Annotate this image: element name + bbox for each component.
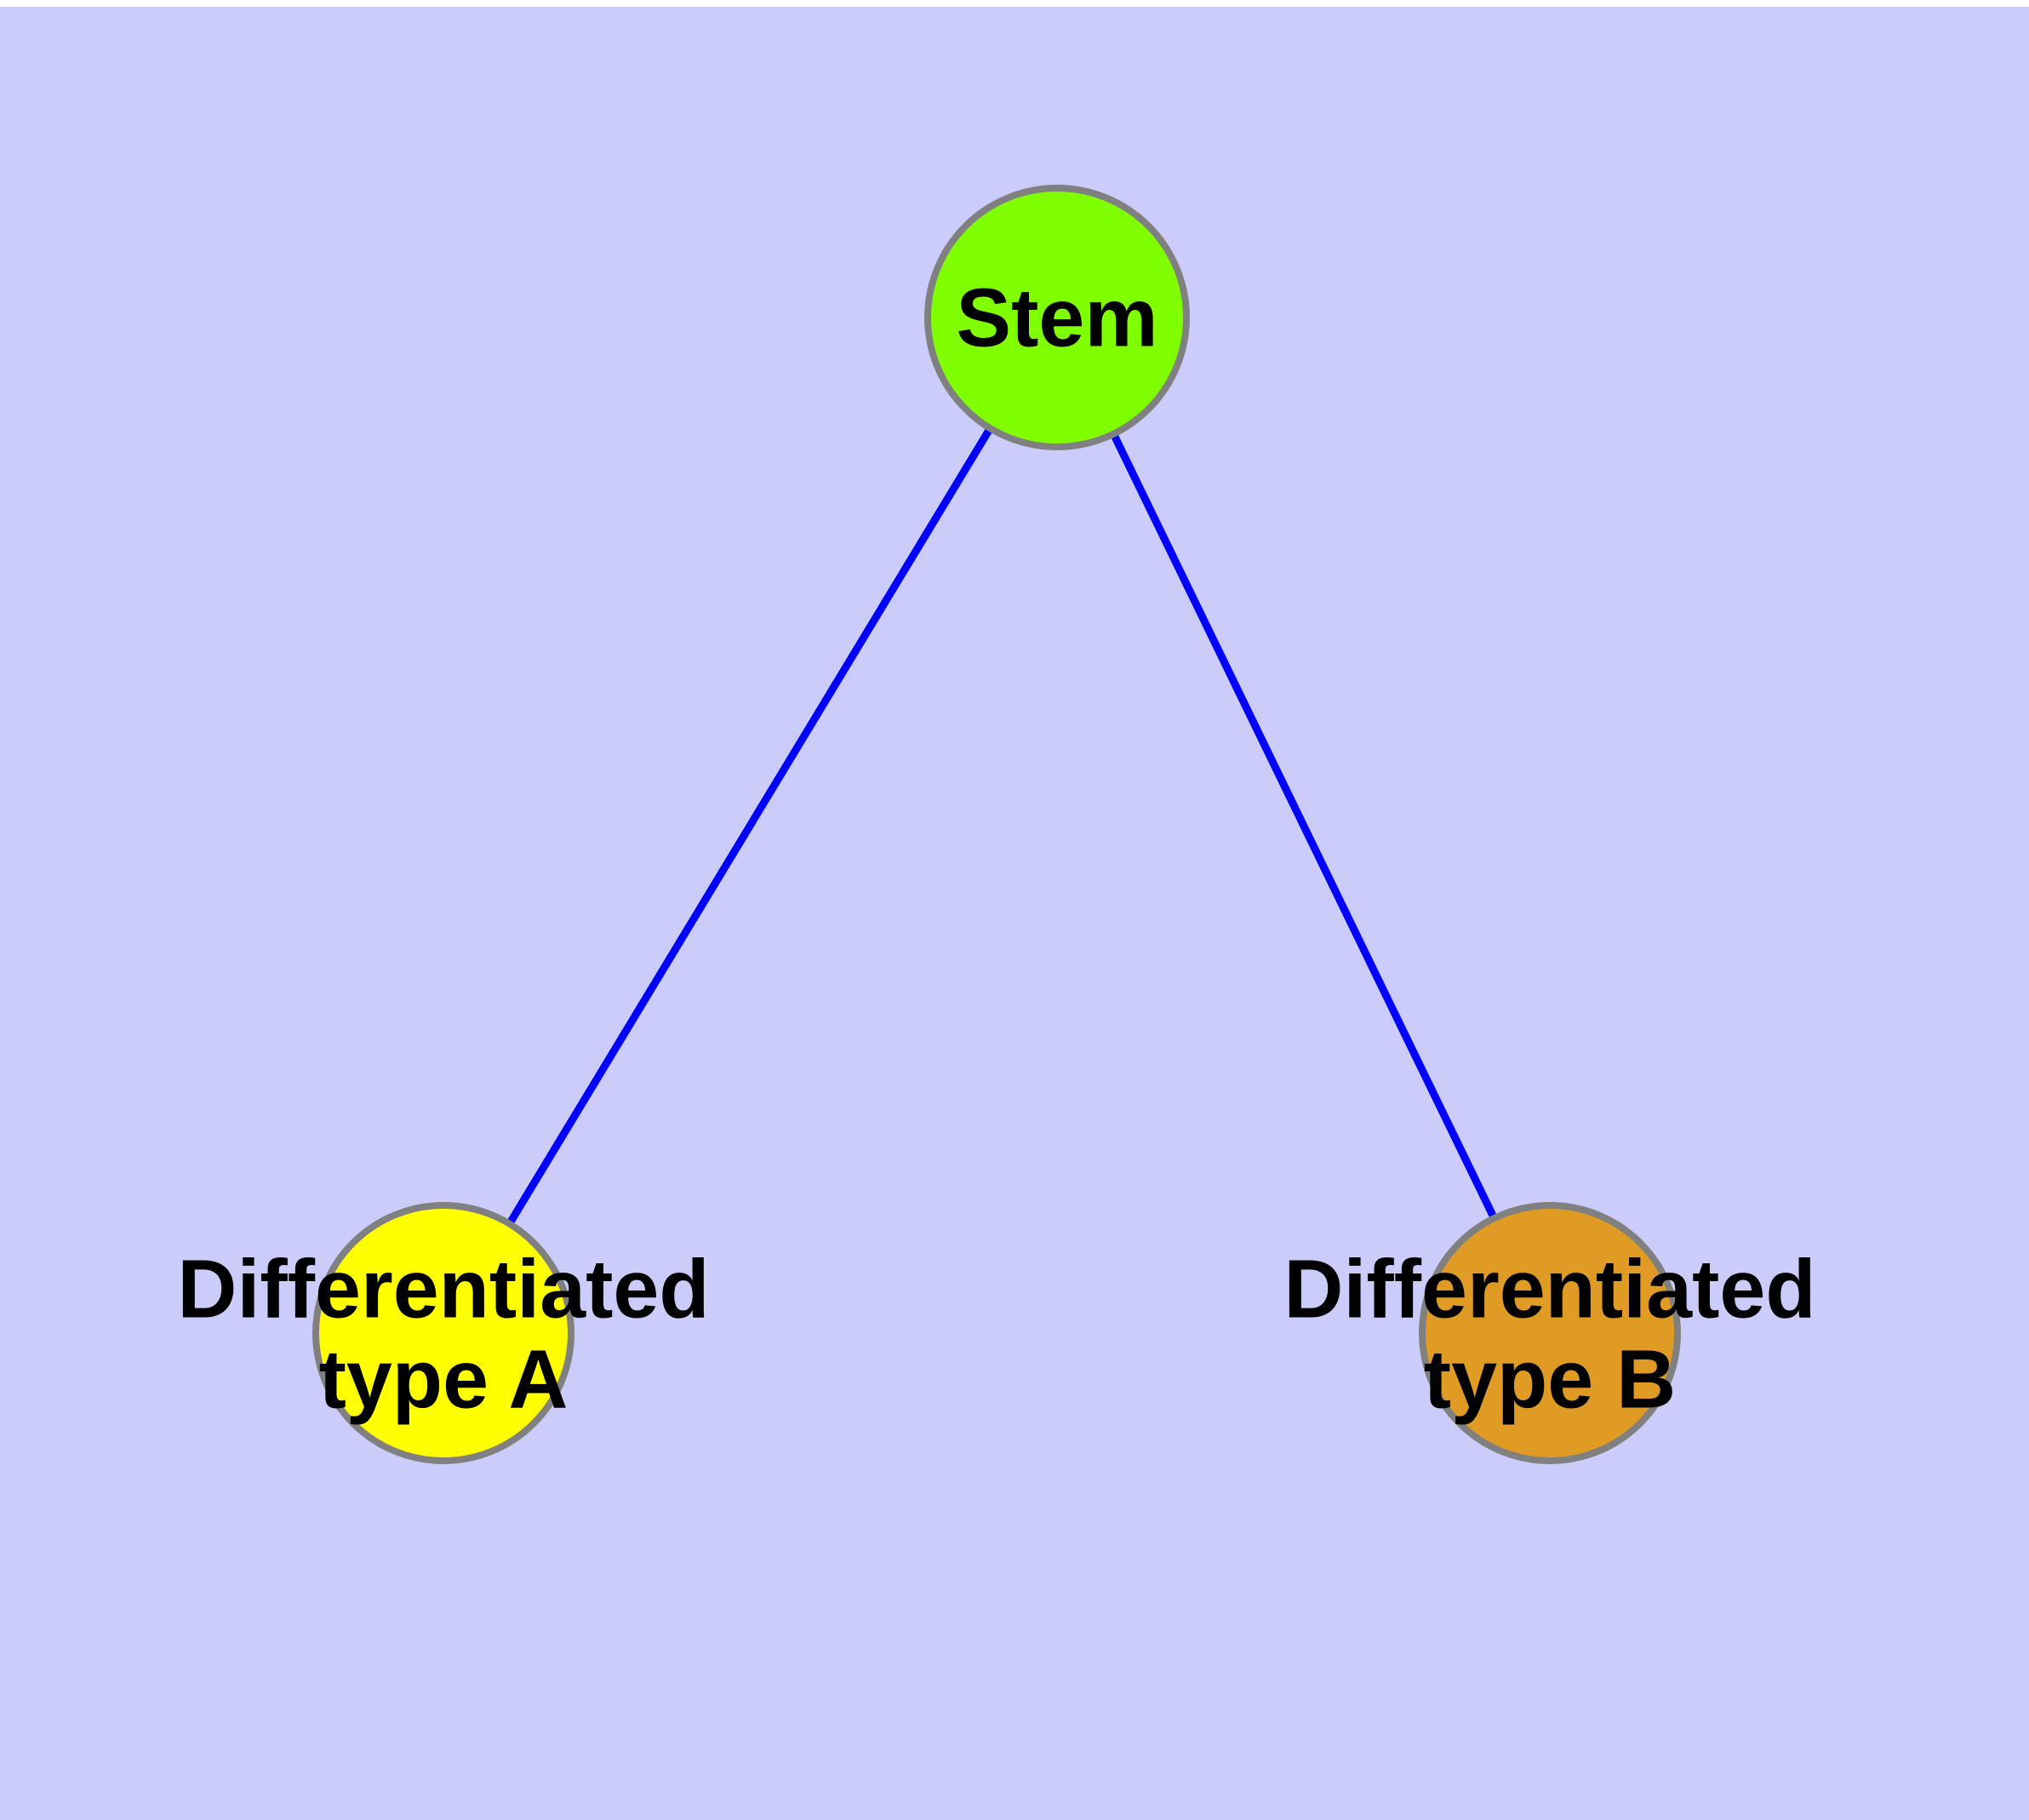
- node-stem[interactable]: Stem: [924, 185, 1190, 450]
- node-differentiated-type-b[interactable]: Differentiated type B: [1283, 1202, 1816, 1464]
- node-stem-circle[interactable]: [924, 185, 1190, 450]
- node-differentiated-type-a-circle[interactable]: [312, 1202, 574, 1464]
- edge-layer: [440, 315, 1554, 1336]
- node-stem-label-line-1: Stem: [956, 272, 1157, 364]
- node-differentiated-type-a-label-line-1: Differentiated: [177, 1243, 709, 1336]
- node-differentiated-type-b-circle[interactable]: [1419, 1202, 1681, 1464]
- node-differentiated-type-b-label-line-2: type B: [1424, 1333, 1676, 1426]
- node-differentiated-type-a-label-line-2: type A: [319, 1333, 569, 1426]
- node-differentiated-type-b-label-line-1: Differentiated: [1283, 1243, 1815, 1336]
- edge-stem-to-differentiated-type-b[interactable]: [1053, 316, 1554, 1335]
- node-differentiated-type-a[interactable]: Differentiated type A: [177, 1202, 710, 1464]
- edge-stem-to-differentiated-type-a[interactable]: [440, 315, 1060, 1336]
